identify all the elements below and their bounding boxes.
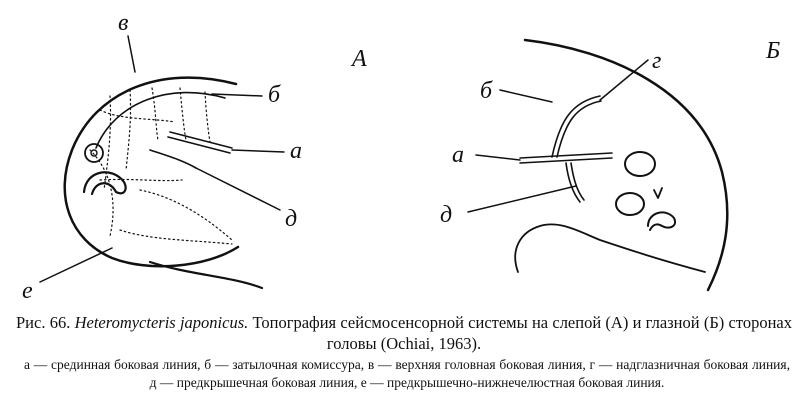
panel-a-label-a: а (290, 138, 302, 164)
panel-a-stipple (89, 87, 233, 245)
panel-a-title: А (350, 46, 367, 72)
panel-a-eye-mark (84, 143, 104, 163)
figure-caption: Рис. 66. Heteromycteris japonicus. Топог… (16, 312, 792, 354)
panel-b-label-a: а (452, 142, 464, 168)
panel-a-label-d: д (285, 206, 297, 232)
panel-b-label-d: д (440, 202, 452, 228)
panel-b-supraorbital-line (551, 95, 601, 158)
panel-a-label-e: е (22, 278, 33, 304)
panel-b-head-outline (523, 38, 729, 292)
panel-a-head-outline (63, 76, 240, 268)
caption-body: Топография сейсмосенсорной системы на сл… (252, 313, 793, 353)
figure-legend: а — срединная боковая линия, б — затылоч… (24, 357, 790, 390)
panel-b-title: Б (765, 38, 780, 64)
caption-species: Heteromycteris japonicus. (74, 313, 249, 332)
panel-b-eye-upper (624, 151, 656, 177)
panel-b-preopercular-line (565, 162, 581, 203)
panel-b-label-g: г (652, 48, 661, 74)
caption-prefix: Рис. 66. (16, 313, 71, 332)
panel-b-nostril (647, 211, 676, 231)
panel-b-label-b: б (480, 78, 493, 104)
panel-a-label-b: б (268, 82, 281, 108)
panel-a-drawing (39, 35, 285, 290)
panel-a-lateral-line (169, 131, 233, 149)
panel-b-eye-lower (615, 192, 645, 216)
figure-drawing: А в б а д е Б г б а д (22, 10, 780, 304)
panel-b-jaw-outline (514, 223, 706, 273)
panel-a-inner-contour (95, 91, 226, 149)
panel-a-mouth (82, 171, 127, 196)
panel-a-body-edge (148, 260, 264, 290)
panel-a-label-v: в (118, 10, 128, 36)
panel-b-drawing (467, 38, 729, 292)
panel-a-preopercular-line (149, 149, 197, 169)
panel-b-lateral-line (519, 152, 613, 159)
